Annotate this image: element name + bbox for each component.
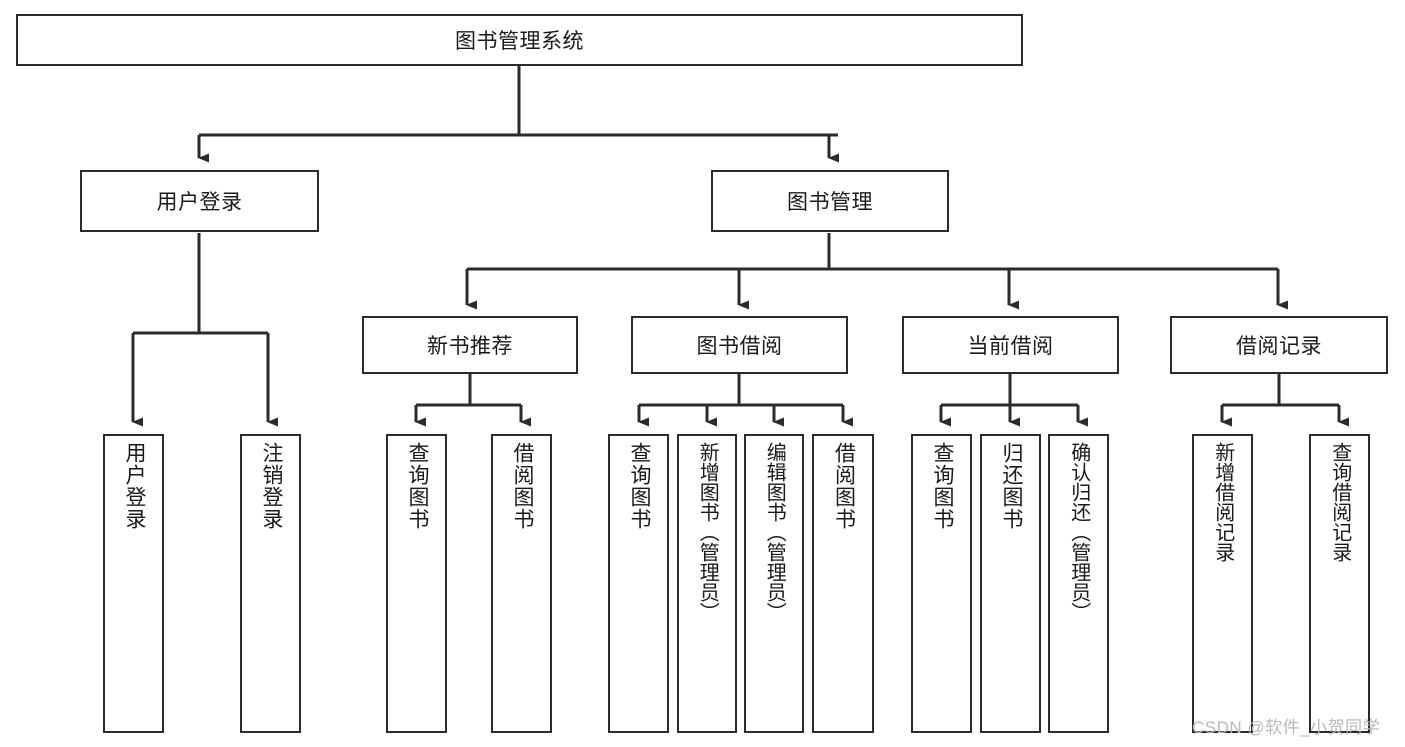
leaf-current-borrow-confirm-return-admin[interactable]: 确认归还（管理员） <box>1048 434 1109 733</box>
node-label: 新增图书（管理员） <box>696 442 719 622</box>
node-label: 编辑图书（管理员） <box>763 442 786 622</box>
node-book-management[interactable]: 图书管理 <box>711 170 949 232</box>
node-label: 确认归还（管理员） <box>1067 442 1090 622</box>
node-borrow-records[interactable]: 借阅记录 <box>1170 316 1388 374</box>
node-label: 借阅图书 <box>832 442 856 530</box>
node-label: 用户登录 <box>122 442 146 530</box>
node-label: 用户登录 <box>156 191 243 214</box>
leaf-book-borrow-edit-book-admin[interactable]: 编辑图书（管理员） <box>744 434 804 733</box>
leaf-current-borrow-return-book[interactable]: 归还图书 <box>980 434 1041 733</box>
node-label: 新书推荐 <box>427 335 513 358</box>
node-label: 图书借阅 <box>696 335 783 358</box>
node-new-book-recommend[interactable]: 新书推荐 <box>362 316 578 374</box>
node-label: 当前借阅 <box>967 335 1054 358</box>
leaf-new-book-borrow-book[interactable]: 借阅图书 <box>491 434 552 733</box>
node-label: 新增借阅记录 <box>1211 442 1234 562</box>
leaf-current-borrow-query-book[interactable]: 查询图书 <box>911 434 972 733</box>
node-user-login[interactable]: 用户登录 <box>80 170 319 232</box>
node-label: 图书管理 <box>787 191 873 214</box>
leaf-book-borrow-add-book-admin[interactable]: 新增图书（管理员） <box>677 434 737 733</box>
leaf-borrow-records-add-record[interactable]: 新增借阅记录 <box>1192 434 1253 733</box>
node-current-borrow[interactable]: 当前借阅 <box>902 316 1119 374</box>
leaf-new-book-query-book[interactable]: 查询图书 <box>386 434 447 733</box>
watermark-text: CSDN @软件_小贺同学 <box>1192 718 1381 737</box>
node-label: 归还图书 <box>999 442 1023 530</box>
node-label: 查询借阅记录 <box>1328 442 1351 562</box>
node-label: 借阅图书 <box>510 442 534 530</box>
leaf-book-borrow-query-book[interactable]: 查询图书 <box>608 434 669 733</box>
node-book-borrow[interactable]: 图书借阅 <box>631 316 848 374</box>
node-label: 查询图书 <box>405 442 429 530</box>
node-label: 借阅记录 <box>1236 335 1322 358</box>
leaf-user-login-login[interactable]: 用户登录 <box>103 434 164 733</box>
leaf-borrow-records-query-record[interactable]: 查询借阅记录 <box>1309 434 1370 733</box>
node-root-book-management-system[interactable]: 图书管理系统 <box>16 14 1023 66</box>
leaf-user-login-logout[interactable]: 注销登录 <box>240 434 301 733</box>
node-label: 查询图书 <box>627 442 651 530</box>
node-label: 图书管理系统 <box>455 30 584 53</box>
node-label: 注销登录 <box>259 442 283 530</box>
node-label: 查询图书 <box>930 442 954 530</box>
leaf-book-borrow-borrow-book[interactable]: 借阅图书 <box>812 434 874 733</box>
